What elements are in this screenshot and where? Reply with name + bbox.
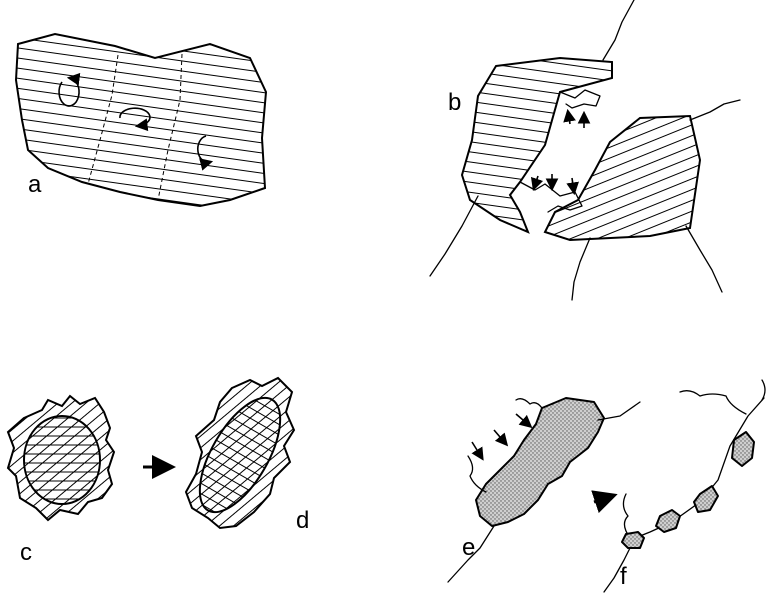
arrow-icon — [516, 414, 530, 426]
panel-b-boundary — [603, 0, 634, 60]
panel-e-grain — [476, 398, 604, 526]
transition-arrow-icon — [594, 496, 612, 502]
panel-e: e — [448, 398, 640, 582]
arrow-icon — [534, 176, 538, 188]
arrow-icon — [494, 430, 506, 444]
panel-f-boundary — [604, 544, 632, 592]
panel-b-boundary — [430, 196, 478, 276]
panel-f-boundary — [623, 494, 630, 538]
panel-f-new-grain — [622, 532, 644, 548]
panel-label-c: c — [20, 539, 32, 566]
panel-b-boundary — [572, 238, 590, 300]
panel-a: a — [16, 34, 266, 206]
panel-b-right-grain — [545, 116, 700, 240]
panel-b-boundary — [686, 226, 722, 292]
panel-f-boundary — [762, 380, 765, 400]
panel-f-boundary — [630, 398, 764, 540]
panel-f-new-grain — [656, 510, 680, 532]
panel-label-d: d — [296, 507, 309, 534]
panel-label-f: f — [620, 563, 627, 590]
panel-b: b — [430, 0, 740, 300]
panel-label-e: e — [462, 534, 475, 561]
panel-label-b: b — [448, 89, 461, 116]
panel-b-bulge — [560, 90, 600, 108]
panel-f-boundary — [680, 391, 746, 414]
panel-f: f — [604, 380, 765, 592]
panel-e-boundary — [516, 399, 542, 408]
panel-c: c — [8, 396, 114, 566]
panel-b-boundary — [690, 100, 740, 120]
arrow-icon — [572, 178, 574, 192]
panel-f-new-grain — [694, 486, 718, 512]
arrow-icon — [472, 442, 482, 458]
arrow-icon — [568, 112, 570, 124]
panel-a-grain — [16, 34, 266, 206]
panel-d: d — [184, 378, 310, 534]
panel-label-a: a — [28, 171, 42, 198]
panel-c-core — [24, 416, 100, 504]
